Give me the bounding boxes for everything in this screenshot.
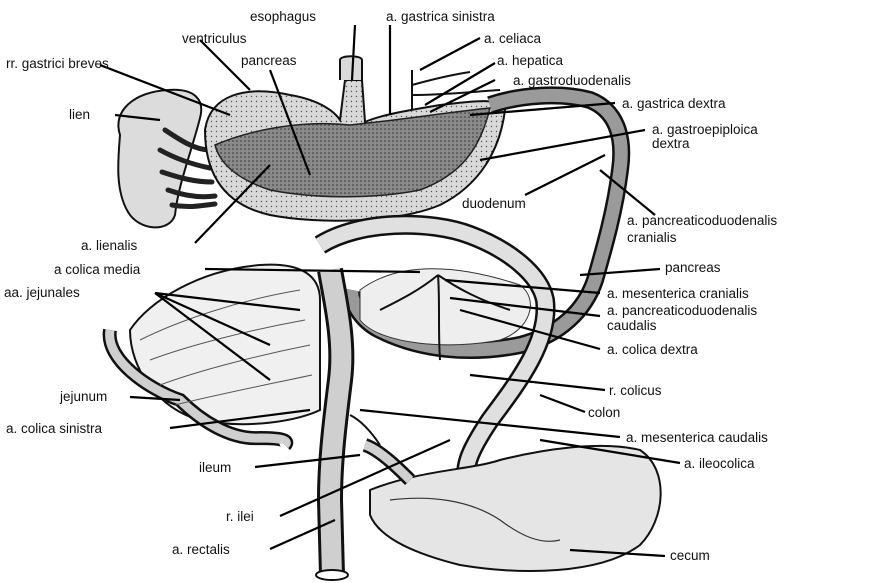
label-colon: colon (588, 405, 620, 420)
label-esophagus: esophagus (250, 9, 316, 24)
label-pancreas-right: pancreas (665, 260, 721, 275)
label-mesenterica-cranialis: a. mesenterica cranialis (607, 286, 749, 301)
label-jejunales: aa. jejunales (4, 285, 80, 300)
label-hepatica: a. hepatica (497, 53, 563, 68)
label-ilei: r. ilei (226, 509, 254, 524)
label-celiaca: a. celiaca (484, 31, 541, 46)
label-colica-dextra: a. colica dextra (607, 342, 698, 357)
label-gastrica-dextra: a. gastrica dextra (622, 96, 726, 111)
label-mesenterica-caudalis: a. mesenterica caudalis (626, 430, 768, 445)
spleen-shape (118, 90, 215, 228)
label-pancreaticoduodenalis-cranialis-2: cranialis (627, 230, 677, 245)
label-ventriculus: ventriculus (182, 31, 247, 46)
label-rectalis: a. rectalis (172, 542, 230, 557)
label-duodenum: duodenum (462, 196, 526, 211)
label-lien: lien (69, 107, 90, 122)
label-gastroduodenalis: a. gastroduodenalis (513, 73, 631, 88)
label-colica-sinistra: a. colica sinistra (6, 421, 102, 436)
label-jejunum: jejunum (60, 389, 107, 404)
label-colicus: r. colicus (609, 383, 662, 398)
label-pancreaticoduodenalis-caudalis-1: a. pancreaticoduodenalis (607, 303, 757, 318)
label-cecum: cecum (670, 548, 710, 563)
label-gastroepiploica-2: dextra (652, 136, 690, 151)
label-pancreaticoduodenalis-caudalis-2: caudalis (607, 318, 657, 333)
label-pancreas-top: pancreas (241, 53, 297, 68)
label-gastroepiploica-1: a. gastroepiploica (652, 122, 758, 137)
jejunum-shape (110, 265, 320, 445)
label-ileum: ileum (199, 460, 231, 475)
label-pancreaticoduodenalis-cranialis-1: a. pancreaticoduodenalis (627, 213, 777, 228)
label-gastrica-sinistra: a. gastrica sinistra (386, 9, 495, 24)
label-gastrici-breves: rr. gastrici breves (6, 56, 109, 71)
label-lienalis: a. lienalis (81, 238, 137, 253)
label-colica-media: a colica media (54, 262, 140, 277)
label-ileocolica: a. ileocolica (684, 456, 755, 471)
stomach-shape (205, 56, 505, 220)
